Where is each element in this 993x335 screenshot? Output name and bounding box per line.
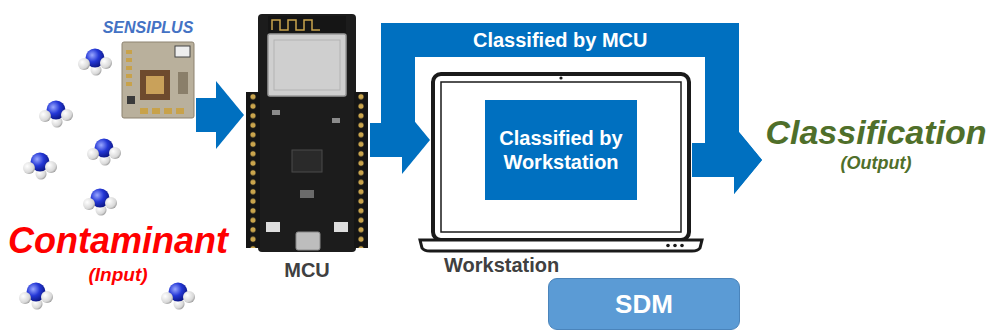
- sdm-region: SDM MCU Workstation Classified by Workstati…: [200, 5, 790, 330]
- arrow-head: [734, 126, 762, 194]
- flow-arrow: [692, 126, 762, 194]
- arrow-body: [196, 98, 217, 132]
- flow-arrow: [196, 81, 244, 149]
- process-box: Classified by Workstation: [485, 100, 637, 200]
- node-text: Classification: [765, 112, 986, 152]
- arrow-head: [734, 126, 762, 194]
- laptop-picture: [420, 74, 702, 251]
- node-text: Workstation: [444, 254, 559, 276]
- node-text: MCU: [284, 258, 330, 282]
- node-text: SENSIPLUS: [103, 18, 194, 38]
- node-text: (Output): [841, 152, 912, 174]
- workstation-laptop: Workstation Classified by Workstation: [430, 72, 692, 276]
- output-node: Classification(Output): [762, 112, 990, 184]
- input-title: Contaminant: [4, 220, 232, 262]
- region-tab: SDM: [548, 278, 740, 330]
- arrow-body: [692, 143, 735, 177]
- node-text: Classified by Workstation: [493, 126, 629, 174]
- arrow-head: [216, 81, 244, 149]
- sensor-picture: [122, 42, 194, 118]
- mcu-board: MCU: [244, 12, 370, 282]
- node-text: SDM: [615, 289, 673, 319]
- edge-label: Classified by MCU: [467, 28, 653, 52]
- mcu-board-picture: [246, 14, 368, 252]
- input-note: (Input): [4, 264, 232, 286]
- sensor-chip: SENSIPLUS: [100, 18, 196, 133]
